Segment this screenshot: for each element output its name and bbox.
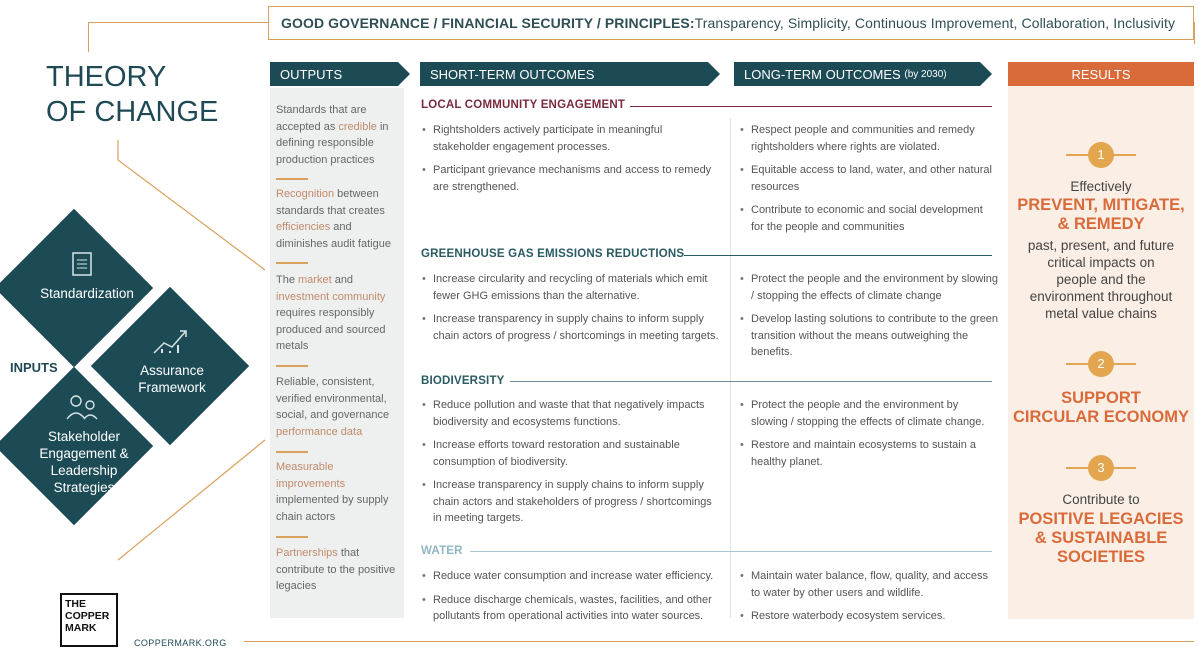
ghg-long-list: Protect the people and the environment b…	[740, 271, 1002, 368]
bio-long-list: Protect the people and the environment b…	[740, 397, 998, 477]
list-item: Equitable access to land, water, and oth…	[740, 162, 998, 195]
ghg-short-list: Increase circularity and recycling of ma…	[422, 271, 722, 351]
outputs-panel	[270, 88, 404, 618]
output-4: Reliable, consistent, verified environme…	[276, 376, 390, 438]
section-water-line	[470, 551, 992, 552]
list-item: Increase transparency in supply chains t…	[422, 477, 722, 527]
result-1-headline: PREVENT, MITIGATE, & REMEDY	[1017, 196, 1185, 233]
results-header-text: RESULTS	[1071, 66, 1131, 82]
section-water-title: WATER	[421, 545, 463, 557]
section-local-line	[630, 106, 992, 107]
frame-line-right	[1194, 22, 1195, 44]
water-long-list: Maintain water balance, flow, quality, a…	[740, 568, 998, 632]
local-long-list: Respect people and communities and remed…	[740, 122, 998, 242]
assurance-label: Assurance Framework	[116, 362, 228, 396]
stakeholder-line-1: Stakeholder	[47, 429, 121, 444]
growth-chart-icon	[148, 327, 192, 362]
list-item: Rightsholders actively participate in me…	[422, 122, 722, 155]
list-item: Participant grievance mechanisms and acc…	[422, 162, 722, 195]
list-item: Increase efforts toward restoration and …	[422, 437, 722, 470]
list-item: Protect the people and the environment b…	[740, 397, 998, 430]
short-term-header: SHORT-TERM OUTCOMES	[420, 62, 720, 86]
stakeholder-label: Stakeholder Engagement & Leadership Stra…	[22, 428, 146, 496]
list-item: Reduce water consumption and increase wa…	[422, 568, 728, 585]
list-item: Restore waterbody ecosystem services.	[740, 608, 998, 625]
list-item: Reduce discharge chemicals, wastes, faci…	[422, 592, 728, 625]
section-local-title: LOCAL COMMUNITY ENGAGEMENT	[421, 99, 626, 111]
output-1: Standards that are accepted as credible …	[276, 104, 389, 166]
page-title: THEORY OF CHANGE	[46, 60, 218, 130]
frame-line-top-left	[88, 22, 269, 23]
result-2-number: 2	[1088, 351, 1114, 377]
standardization-label: Standardization	[40, 286, 134, 301]
water-short-list: Reduce water consumption and increase wa…	[422, 568, 728, 632]
frame-line-left-vertical	[88, 22, 89, 52]
inputs-label: INPUTS	[10, 360, 58, 375]
banner-bold: GOOD GOVERNANCE / FINANCIAL SECURITY / P…	[281, 15, 695, 31]
list-item: Contribute to economic and social develo…	[740, 202, 998, 235]
outputs-header-text: OUTPUTS	[280, 66, 343, 82]
results-header: RESULTS	[1008, 62, 1194, 86]
banner-light: Transparency, Simplicity, Continuous Imp…	[694, 15, 1176, 31]
list-item: Maintain water balance, flow, quality, a…	[740, 568, 998, 601]
long-term-header: LONG-TERM OUTCOMES (by 2030)	[734, 62, 992, 86]
result-3-headline: POSITIVE LEGACIES & SUSTAINABLE SOCIETIE…	[1018, 510, 1184, 566]
list-item: Restore and maintain ecosystems to susta…	[740, 437, 998, 470]
column-divider	[730, 118, 731, 618]
result-3-pre: Contribute to	[1062, 492, 1140, 507]
frame-line-bottom	[244, 641, 1194, 642]
list-item: Increase circularity and recycling of ma…	[422, 271, 722, 304]
list-item: Respect people and communities and remed…	[740, 122, 998, 155]
local-short-list: Rightsholders actively participate in me…	[422, 122, 722, 202]
stakeholder-line-3: Leadership	[50, 463, 118, 478]
short-term-header-text: SHORT-TERM OUTCOMES	[430, 66, 595, 82]
output-3: The market and investment community requ…	[276, 274, 386, 352]
list-item: Increase transparency in supply chains t…	[422, 311, 722, 344]
long-term-header-text: LONG-TERM OUTCOMES	[744, 66, 901, 82]
result-1-pre: Effectively	[1070, 179, 1132, 194]
principles-banner: GOOD GOVERNANCE / FINANCIAL SECURITY / P…	[268, 6, 1194, 40]
result-2-headline: SUPPORT CIRCULAR ECONOMY	[1013, 389, 1189, 426]
output-2: Recognition between standards that creat…	[276, 188, 391, 250]
title-line-2: OF CHANGE	[46, 96, 219, 128]
section-ghg-line	[684, 255, 992, 256]
output-6: Partnerships that contribute to the posi…	[276, 547, 396, 592]
stakeholder-line-2: Engagement &	[39, 446, 129, 461]
document-icon	[62, 251, 102, 282]
result-1-body: past, present, and future critical impac…	[1027, 238, 1175, 321]
bio-short-list: Reduce pollution and waste that that neg…	[422, 397, 722, 534]
title-line-1: THEORY	[46, 61, 167, 93]
section-ghg-title: GREENHOUSE GAS EMISSIONS REDUCTIONS	[421, 248, 685, 260]
people-icon	[60, 393, 104, 426]
section-bio-title: BIODIVERSITY	[421, 375, 505, 387]
list-item: Develop lasting solutions to contribute …	[740, 311, 1002, 361]
stakeholder-line-4: Strategies	[53, 480, 115, 495]
section-bio-line	[510, 381, 992, 382]
inputs-connector-lines	[117, 140, 266, 561]
result-3-number: 3	[1088, 455, 1114, 481]
list-item: Protect the people and the environment b…	[740, 271, 1002, 304]
output-separator	[276, 536, 308, 538]
output-separator	[276, 178, 308, 180]
long-term-header-sub: (by 2030)	[904, 68, 947, 80]
assurance-line-2: Framework	[138, 380, 206, 395]
outputs-header: OUTPUTS	[270, 62, 410, 86]
list-item: Reduce pollution and waste that that neg…	[422, 397, 722, 430]
output-separator	[276, 365, 308, 367]
output-separator	[276, 451, 308, 453]
website-url: COPPERMARK.ORG	[134, 638, 227, 648]
assurance-line-1: Assurance	[140, 363, 204, 378]
result-1-number: 1	[1088, 142, 1114, 168]
copper-mark-logo: THE COPPER MARK	[60, 593, 118, 647]
output-5: Measurable improvements implemented by s…	[276, 461, 389, 523]
output-separator	[276, 262, 308, 264]
